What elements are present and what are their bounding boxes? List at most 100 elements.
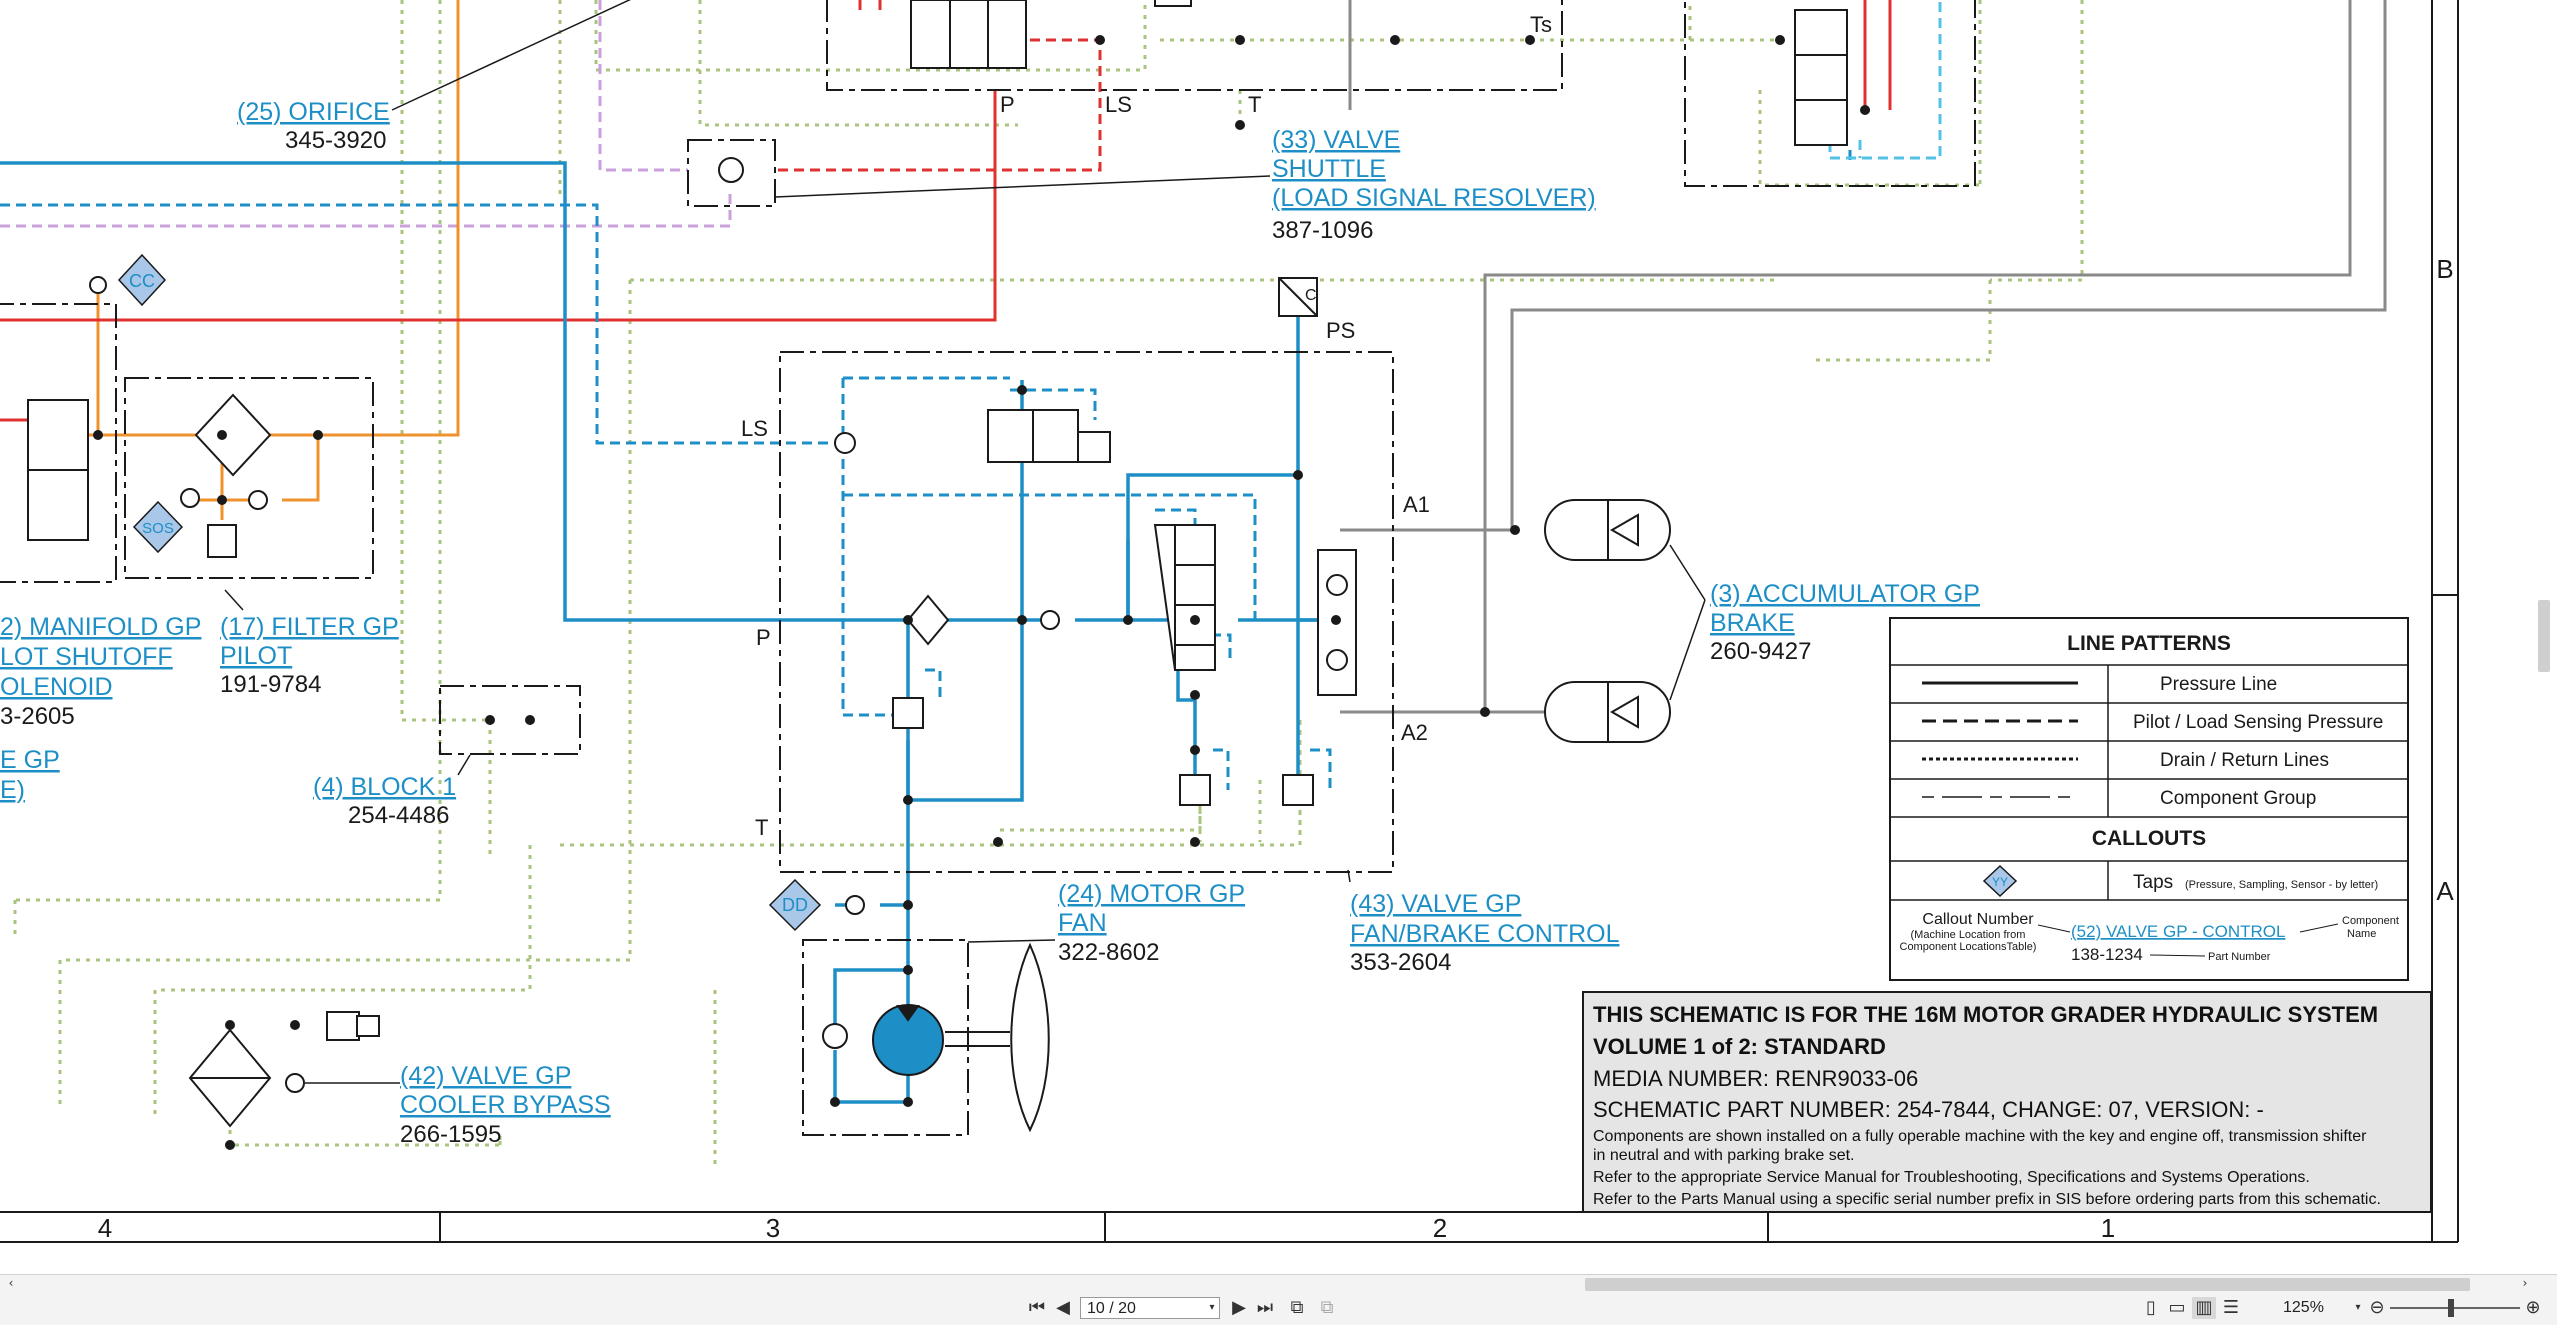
hydraulic-schematic: CC SOS DD P LS T Ts LS P T PS A1 A2 C (2… (0, 0, 2459, 1243)
schematic-viewport[interactable]: CC SOS DD P LS T Ts LS P T PS A1 A2 C (2… (0, 0, 2557, 1274)
cooler-link-line2[interactable]: COOLER BYPASS (400, 1091, 611, 1119)
orifice-link[interactable]: (25) ORIFICE (237, 98, 390, 126)
zone-col-2: 2 (1433, 1213, 1447, 1243)
port-p: P (756, 625, 771, 650)
legend-example-name: (52) VALVE GP - CONTROL (2071, 922, 2285, 941)
legend-part-number: Part Number (2208, 951, 2271, 963)
callout-cooler[interactable]: (42) VALVE GP COOLER BYPASS 266-1595 (400, 1062, 611, 1148)
motor-part-number: 322-8602 (1058, 939, 1159, 966)
notes-box: THIS SCHEMATIC IS FOR THE 16M MOTOR GRAD… (1582, 991, 2432, 1213)
legend-callout-number-sub2: Component LocationsTable) (1900, 941, 2037, 953)
motor-link-line2[interactable]: FAN (1058, 909, 1107, 937)
cooler-link-line1[interactable]: (42) VALVE GP (400, 1062, 571, 1090)
note-line-7: Refer to the appropriate Service Manual … (1593, 1169, 2310, 1186)
manifold-link-line2[interactable]: LOT SHUTOFF (0, 643, 173, 671)
shuttle-link-line2[interactable]: SHUTTLE (1272, 155, 1386, 183)
fan-brake-link-line1[interactable]: (43) VALVE GP (1350, 890, 1521, 918)
legend-component-name-1: Component (2342, 915, 2399, 927)
legend: LINE PATTERNS Pressure Line Pilot / Load… (1889, 617, 2409, 981)
page-dropdown-icon[interactable]: ▾ (1209, 1302, 1215, 1313)
filter-link-line2[interactable]: PILOT (220, 642, 292, 670)
gray-lines (1340, 0, 2387, 714)
single-page-view-icon[interactable]: ▯ (2146, 1297, 2156, 1318)
legend-taps-sub: (Pressure, Sampling, Sensor - by letter) (2185, 879, 2378, 891)
note-line-3: MEDIA NUMBER: RENR9033-06 (1593, 1066, 1918, 1091)
port-t: T (755, 815, 768, 840)
zoom-in-icon[interactable]: ⊕ (2525, 1297, 2541, 1318)
filter-link-line1[interactable]: (17) FILTER GP (220, 613, 399, 641)
callout-motor[interactable]: (24) MOTOR GP FAN 322-8602 (1058, 880, 1245, 966)
manifold-part-number: 3-2605 (0, 703, 75, 730)
legend-example-part: 138-1234 (2071, 945, 2143, 964)
component-groups (0, 0, 1976, 1136)
valve-left-link-line1[interactable]: E GP (0, 746, 60, 774)
note-line-5: Components are shown installed on a full… (1593, 1128, 2367, 1145)
port-ls: LS (741, 416, 768, 441)
legend-row-group: Component Group (2160, 788, 2316, 809)
zone-col-1: 1 (2101, 1213, 2115, 1243)
first-page-icon[interactable]: ⏮ (1028, 1297, 1046, 1318)
copy-page-icon[interactable]: ⧉ (1290, 1297, 1304, 1318)
shuttle-link-line3[interactable]: (LOAD SIGNAL RESOLVER) (1272, 184, 1596, 212)
fan-brake-link-line2[interactable]: FAN/BRAKE CONTROL (1350, 920, 1620, 948)
accumulator-link-line1[interactable]: (3) ACCUMULATOR GP (1710, 580, 1980, 608)
callout-orifice[interactable]: (25) ORIFICE 345-3920 (237, 98, 390, 154)
legend-callout-number: Callout Number (1922, 911, 2034, 928)
next-page-icon[interactable]: ▶ (1232, 1297, 1246, 1318)
pilot-lines-blue (0, 150, 1852, 790)
junction-dots (93, 35, 1870, 1150)
page-number-input[interactable]: 10 / 20 (1080, 1297, 1220, 1319)
paste-page-icon[interactable]: ⧉ (1320, 1297, 1334, 1318)
last-page-icon[interactable]: ⏭ (1256, 1297, 1274, 1318)
manifold-link-line3[interactable]: OLENOID (0, 673, 113, 701)
vertical-scrollbar[interactable] (2538, 600, 2550, 672)
zone-col-4: 4 (98, 1213, 112, 1243)
valve-left-link-line2[interactable]: E) (0, 776, 25, 804)
legend-row-drain: Drain / Return Lines (2160, 750, 2329, 771)
block-part-number: 254-4486 (348, 802, 449, 829)
accumulator-part-number: 260-9427 (1710, 638, 1811, 665)
note-line-6: in neutral and with parking brake set. (1593, 1147, 1854, 1164)
zoom-slider[interactable] (2390, 1307, 2520, 1309)
cc-tap-label: CC (129, 271, 155, 291)
continuous-two-page-view-icon[interactable]: ☰ (2222, 1297, 2240, 1318)
callout-fan-brake[interactable]: (43) VALVE GP FAN/BRAKE CONTROL 353-2604 (1350, 890, 1620, 976)
legend-callouts-title: CALLOUTS (2092, 827, 2206, 850)
zoom-slider-thumb[interactable] (2448, 1299, 2454, 1317)
port-a1: A1 (1403, 492, 1430, 517)
shuttle-link-line1[interactable]: (33) VALVE (1272, 126, 1400, 154)
zone-a: A (2436, 876, 2454, 906)
cc-tap: CC (117, 253, 167, 307)
note-line-4: SCHEMATIC PART NUMBER: 254-7844, CHANGE:… (1593, 1097, 2264, 1122)
zoom-out-icon[interactable]: ⊖ (2369, 1297, 2385, 1318)
callout-accumulator[interactable]: (3) ACCUMULATOR GP BRAKE 260-9427 (1710, 580, 1980, 665)
port-c: C (1305, 287, 1317, 304)
cooler-part-number: 266-1595 (400, 1121, 501, 1148)
note-line-2: VOLUME 1 of 2: STANDARD (1593, 1034, 1886, 1059)
callout-shuttle[interactable]: (33) VALVE SHUTTLE (LOAD SIGNAL RESOLVER… (1272, 126, 1596, 244)
legend-taps-label: Taps (2133, 872, 2173, 893)
manifold-link-line1[interactable]: 2) MANIFOLD GP (0, 613, 201, 641)
two-page-view-icon[interactable]: ▥ (2192, 1297, 2216, 1319)
scroll-left-icon[interactable]: ‹ (8, 1276, 14, 1290)
motor-link-line1[interactable]: (24) MOTOR GP (1058, 880, 1245, 908)
callout-manifold[interactable]: 2) MANIFOLD GP LOT SHUTOFF OLENOID 3-260… (0, 613, 201, 804)
note-line-8: Refer to the Parts Manual using a specif… (1593, 1191, 2381, 1208)
legend-row-pressure: Pressure Line (2160, 674, 2277, 695)
callout-filter[interactable]: (17) FILTER GP PILOT 191-9784 (220, 613, 399, 698)
block-link[interactable]: (4) BLOCK 1 (313, 773, 456, 801)
dd-tap: DD (768, 878, 822, 932)
zoom-level[interactable]: 125% (2283, 1299, 2324, 1316)
orifice-part-number: 345-3920 (285, 127, 386, 154)
shuttle-part-number: 387-1096 (1272, 217, 1373, 244)
leader-lines (224, 0, 1706, 1084)
callout-block[interactable]: (4) BLOCK 1 254-4486 (313, 773, 456, 829)
port-p-top: P (1000, 92, 1015, 117)
horizontal-scrollbar[interactable] (1585, 1278, 2470, 1291)
accumulator-link-line2[interactable]: BRAKE (1710, 609, 1795, 637)
zone-b: B (2436, 254, 2453, 284)
continuous-view-icon[interactable]: ▭ (2168, 1297, 2186, 1318)
previous-page-icon[interactable]: ◀ (1056, 1297, 1070, 1318)
scroll-right-icon[interactable]: › (2522, 1276, 2528, 1290)
zoom-dropdown-icon[interactable]: ▾ (2355, 1302, 2361, 1313)
